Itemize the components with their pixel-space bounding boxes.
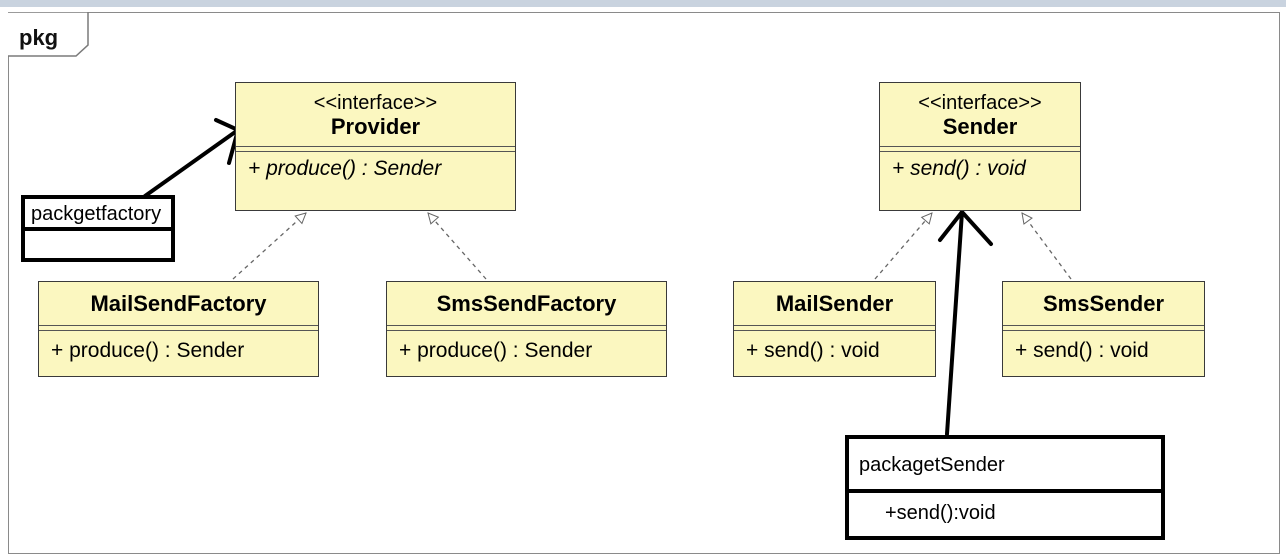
top-border-bar bbox=[0, 0, 1286, 7]
mailsendfactory-operation: + produce() : Sender bbox=[51, 339, 245, 362]
sender-name: Sender bbox=[942, 114, 1018, 139]
smssender-class-box: SmsSender + send() : void bbox=[1002, 281, 1205, 377]
sender-operation: + send() : void bbox=[892, 157, 1026, 180]
smssender-name: SmsSender bbox=[1042, 291, 1165, 316]
hand-arrow-sender-line bbox=[945, 210, 964, 436]
provider-divider bbox=[236, 146, 515, 152]
sender-divider bbox=[880, 146, 1080, 152]
realization-mailsender-sender bbox=[874, 213, 932, 280]
mailsendfactory-divider bbox=[39, 325, 318, 331]
provider-operation: + produce() : Sender bbox=[248, 157, 442, 180]
smssender-operation: + send() : void bbox=[1015, 339, 1149, 362]
smssendfactory-divider bbox=[387, 325, 666, 331]
sender-package-divider bbox=[849, 489, 1161, 493]
provider-interface-box: <<interface>> Provider + produce() : Sen… bbox=[235, 82, 516, 211]
hand-arrow-sender-head bbox=[938, 210, 993, 246]
factory-package-divider bbox=[25, 227, 171, 231]
realization-smssendfactory-provider bbox=[428, 213, 487, 280]
smssendfactory-name: SmsSendFactory bbox=[436, 291, 617, 316]
mailsender-name: MailSender bbox=[775, 291, 894, 316]
mailsendfactory-name: MailSendFactory bbox=[90, 291, 267, 316]
smssendfactory-class-box: SmsSendFactory + produce() : Sender bbox=[386, 281, 667, 377]
factory-package-note: packgetfactory bbox=[21, 195, 175, 262]
mailsender-class-box: MailSender + send() : void bbox=[733, 281, 936, 377]
smssendfactory-operation: + produce() : Sender bbox=[399, 339, 593, 362]
sender-interface-box: <<interface>> Sender + send() : void bbox=[879, 82, 1081, 211]
mailsender-operation: + send() : void bbox=[746, 339, 880, 362]
sender-package-note: packagetSender +send():void bbox=[845, 435, 1165, 540]
provider-name: Provider bbox=[330, 114, 421, 139]
provider-stereotype: <<interface>> bbox=[313, 92, 438, 114]
realization-mailsendfactory-provider bbox=[232, 213, 306, 280]
package-tab bbox=[8, 12, 89, 57]
smssender-divider bbox=[1003, 325, 1204, 331]
hand-arrow-factory-line bbox=[143, 128, 240, 198]
sender-package-operation: +send():void bbox=[885, 502, 996, 524]
sender-stereotype: <<interface>> bbox=[918, 92, 1042, 114]
sender-package-title: packagetSender bbox=[859, 454, 1005, 476]
package-label: pkg bbox=[19, 25, 59, 50]
realization-smssender-sender bbox=[1022, 213, 1072, 280]
factory-package-title: packgetfactory bbox=[31, 203, 162, 225]
mailsendfactory-class-box: MailSendFactory + produce() : Sender bbox=[38, 281, 319, 377]
mailsender-divider bbox=[734, 325, 935, 331]
